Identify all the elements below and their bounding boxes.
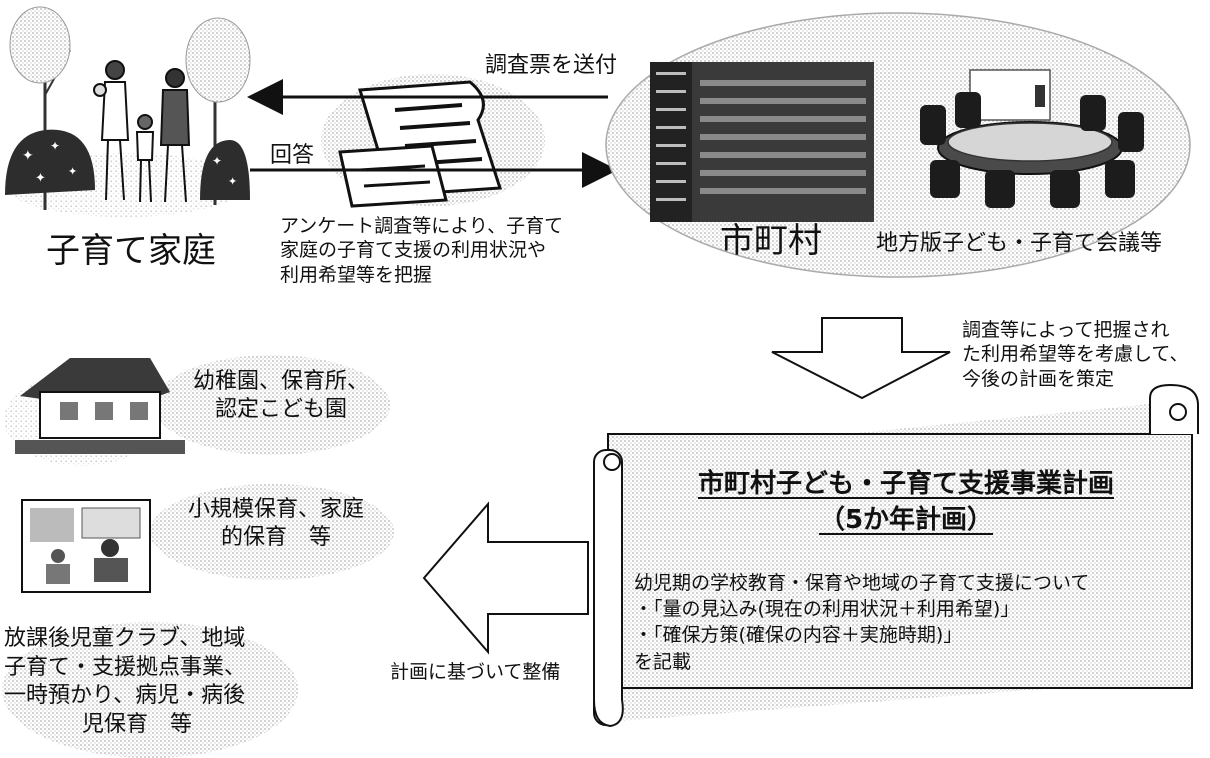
facility-line: 子育て・支援拠点事業、 [4,654,247,680]
facility-line: 認定こども園 [214,397,347,423]
family-people-icon [93,60,191,203]
plan-scroll [593,383,1199,728]
planning-note: 調査等によって把握され た利用希望等を考慮して、 今後の計画を策定 [962,318,1188,391]
plan-line: ・「量の見込み(現在の利用状況＋利用希望)」 [634,598,1020,621]
facility-house-icon [4,355,390,466]
svg-text:✦: ✦ [50,139,60,153]
facility-community-services: 放課後児童クラブ、地域 子育て・支援拠点事業、 一時預かり、病児・病後 児保育 … [4,625,246,739]
answer-label: 回答 [270,143,315,168]
city-hall-icon [650,62,874,222]
bush-icon: ✦ ✦ ✦ ✦ [5,129,95,195]
svg-text:✦: ✦ [22,148,34,164]
municipality-label: 市町村 [720,221,822,261]
survey-description-line: 家庭の子育て支援の利用状況や [280,239,547,262]
municipality-cluster [605,12,1191,278]
plan-body: 幼児期の学校教育・保育や地域の子育て支援について ・「量の見込み(現在の利用状況… [634,570,1089,675]
facility-group-bg [2,622,298,758]
plan-subtitle: （5か年計画） [818,505,994,536]
survey-description-line: アンケート調査等により、子育て [280,215,564,237]
svg-text:✦: ✦ [68,165,77,178]
planning-note-line: た利用希望等を考慮して、 [962,343,1189,366]
planning-note-line: 今後の計画を策定 [962,367,1115,390]
facility-line: 児保育 等 [82,711,193,737]
survey-description: アンケート調査等により、子育て 家庭の子育て支援の利用状況や 利用希望等を把握 [280,214,563,287]
facility-line: 放課後児童クラブ、地域 [4,626,246,651]
planning-note-line: 調査等によって把握され [962,319,1170,341]
svg-text:✦: ✦ [212,154,222,168]
down-arrow [771,317,951,400]
plan-line: 幼児期の学校教育・保育や地域の子育て支援について [634,572,1090,594]
facility-line: 幼稚園、保育所、 [192,369,369,394]
bush-icon: ✦ ✦ [200,140,250,200]
facility-kindergarten: 幼稚園、保育所、 認定こども園 [176,368,386,424]
family-illustration: ✦ ✦ ✦ ✦ ✦ ✦ [5,6,251,217]
family-label: 子育て家庭 [46,231,216,271]
plan-line: を記載 [634,650,692,673]
survey-sheet-icon [321,74,545,208]
survey-description-line: 利用希望等を把握 [280,263,433,286]
council-label: 地方版子ども・子育て会議等 [876,231,1163,256]
plan-title: 市町村子ども・子育て支援事業計画 [697,469,1114,499]
plan-title-block: 市町村子ども・子育て支援事業計画 （5か年計画） [626,466,1186,539]
develop-label: 計画に基づいて整備 [390,661,561,683]
facility-line: 一時預かり、病児・病後 [4,683,246,709]
svg-text:✦: ✦ [35,171,46,186]
send-label: 調査票を送付 [485,53,618,78]
plan-line: ・「確保方策(確保の内容＋実施時期)」 [634,624,963,647]
svg-text:✦: ✦ [228,175,237,188]
facility-room-icon [21,484,394,593]
facility-small-daycare: 小規模保育、家庭 的保育 等 [160,496,392,552]
left-arrow [422,501,589,655]
facility-line: 小規模保育、家庭 [187,497,364,522]
meeting-table-icon [920,69,1144,208]
facility-line: 的保育 等 [220,525,331,551]
